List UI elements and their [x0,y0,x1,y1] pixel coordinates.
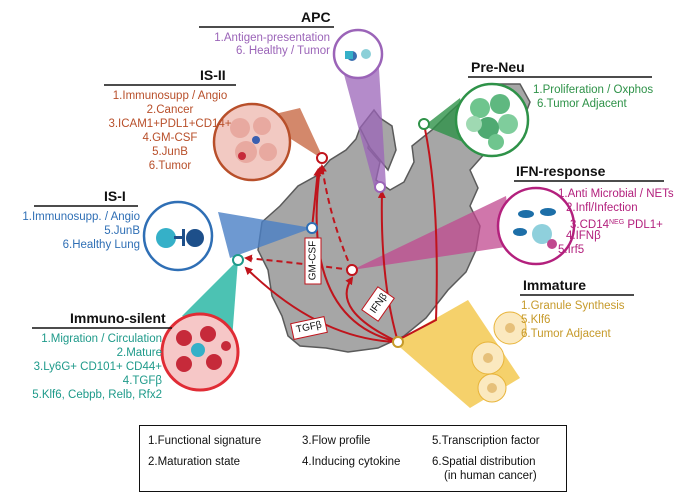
immuno-silent-cell-circle [160,312,240,392]
node-apc [374,181,386,193]
flow-arrow-ifn [345,276,399,343]
gmcsf-label: GM-CSF [307,240,319,281]
ifn-line-2: 2.Infl/Infection [566,202,638,214]
is-i-line-1: 1.Immunosupp. / Angio [22,211,140,223]
is-i-wedge [218,212,312,258]
flow-arrow-pre-neu [397,123,438,341]
node-pre-neu [418,118,430,130]
pre-neu-line-1: 1.Proliferation / Oxphos [533,84,654,96]
is-ii-line-2: 2.Cancer [146,104,194,116]
gmcsf-label-box [304,237,322,285]
apc-wedge [338,52,386,186]
is-ii-cell-circle [212,102,292,182]
is-i-cell-circle [142,200,214,272]
immuno-silent-title: Immuno-silent [70,310,166,326]
pre-neu-title: Pre-Neu [471,59,525,75]
ifn-cell-circle [496,186,576,266]
apc-title: APC [301,9,331,25]
apc-line-2: 6. Healthy / Tumor [236,45,330,57]
is-i-title: IS-I [104,188,126,204]
immuno-silent-line-3: 3.Ly6G+ CD101+ CD44+ [33,361,162,373]
is-ii-line-4: 4.GM-CSF [142,132,198,144]
legend-item-1: 1.Functional signature [148,435,262,447]
ifn-line-5: 5.Irf5 [558,244,585,256]
ifn-line-3-superscript: NEG [609,219,625,226]
immature-cell-circle [471,311,527,403]
apc-line-1: 1.Antigen-presentation [214,32,330,44]
is-ii-line-3: 3.ICAM1+PDL1+CD14+ [108,118,232,130]
ifn-line-4: 4.IFNβ [566,230,601,242]
ifn-line-3-main: 3.CD14 [570,219,609,231]
ifn-title: IFN-response [516,163,606,179]
pre-neu-cell-circle [454,82,530,158]
immature-title: Immature [523,277,587,293]
immuno-silent-line-4: 4.TGFβ [122,375,162,387]
flow-arrow-gmcsf [311,168,322,229]
legend-item-6: 6.Spatial distribution [432,456,536,468]
node-is-i [232,254,244,266]
immature-line-1: 1.Granule Synthesis [521,300,625,312]
node-is-i-gmcsf [306,222,318,234]
flow-arrow-is-ii [315,166,399,343]
node-immature [392,336,404,348]
immature-line-3: 6.Tumor Adjacent [521,328,611,340]
is-i-line-2: 5.JunB [104,225,140,237]
ifnb-label-box [361,286,395,322]
tgfb-label-box [290,316,328,340]
ifn-wedge [352,196,512,270]
immuno-silent-line-1: 1.Migration / Circulation [41,333,162,345]
pre-neu-line-2: 6.Tumor Adjacent [537,98,627,110]
apc-cell-circle [332,28,384,80]
legend-item-5: 5.Transcription factor [432,435,540,447]
ifn-line-1: 1.Anti Microbial / NETs [558,188,674,200]
flow-arrow-is-i [244,254,353,271]
is-ii-line-1: 1.Immunosupp / Angio [112,90,228,102]
legend-item-7: (in human cancer) [444,470,537,482]
is-ii-title: IS-II [200,67,226,83]
immuno-silent-line-2: 2.Mature [116,347,162,359]
node-is-ii [316,152,328,164]
is-ii-line-5: 5.JunB [152,146,188,158]
is-i-line-3: 6.Healthy Lung [62,239,140,251]
legend-box: 1.Functional signature 2.Maturation stat… [139,425,567,492]
legend-item-3: 3.Flow profile [302,435,371,447]
immature-line-2: 5.Klf6 [521,314,551,326]
immuno-silent-line-5: 5.Klf6, Cebpb, Relb, Rfx2 [32,389,162,401]
node-ifn [346,264,358,276]
flow-arrow-apc [377,190,399,343]
legend-item-4: 4.Inducing cytokine [302,456,401,468]
flow-arrow-dashed-is-ii [318,164,353,271]
ifn-line-3-tail: PDL1+ [624,219,663,231]
legend-item-2: 2.Maturation state [148,456,241,468]
ifn-line-3: 3.CD14NEG PDL1+ [570,216,663,232]
is-ii-line-6: 6.Tumor [148,160,192,172]
